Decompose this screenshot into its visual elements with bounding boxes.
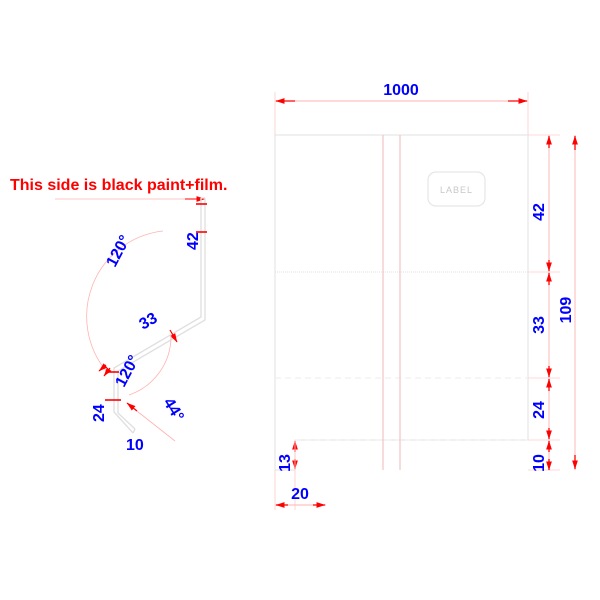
profile-dim-44-arrow: [126, 402, 138, 412]
profile-view: 120° 42 33 120° 24 44° 10: [86, 197, 207, 454]
dim-109: 109: [558, 297, 575, 324]
profile-dim-44-group: 44°: [126, 395, 187, 442]
profile-cap-bottom: [132, 428, 136, 434]
profile-dim-120-upper: 120°: [104, 233, 135, 270]
profile-dim-24: 24: [91, 404, 108, 422]
note-black-paint-film: This side is black paint+film.: [10, 177, 227, 194]
dim-20-group: 20: [274, 440, 326, 510]
profile-angle-arc-upper: [86, 230, 164, 373]
label-box-outline: [427, 171, 486, 207]
dim-10: 10: [531, 454, 548, 472]
label-box-text: LABEL: [440, 185, 473, 195]
flat-pattern-view: LABEL 1000 42 3: [274, 82, 578, 510]
profile-angle-arrow-upper: [103, 367, 112, 377]
profile-dim-24-group: 24: [91, 371, 121, 422]
dim-20: 20: [291, 486, 309, 503]
dim-chain-right: 42 33 24 10: [528, 134, 560, 472]
profile-angle-arc-lower: [128, 335, 172, 396]
profile-dim-44: 44°: [160, 395, 187, 425]
dim-13: 13: [277, 454, 294, 472]
dim-13-group: 13: [277, 440, 298, 472]
dim-24: 24: [531, 401, 548, 419]
dim-33: 33: [531, 316, 548, 334]
dim-42: 42: [531, 203, 548, 221]
profile-outline-outer: [117, 198, 206, 430]
dim-1000: 1000: [383, 82, 419, 99]
label-box: LABEL: [427, 171, 486, 207]
profile-dim-42-group: 42: [185, 203, 207, 250]
profile-dim-10: 10: [126, 437, 144, 454]
dim-1000-group: 1000: [274, 82, 529, 135]
profile-dim-42: 42: [185, 232, 202, 250]
profile-dim-33: 33: [137, 310, 161, 334]
profile-dim-33-arrow-right: [169, 329, 178, 343]
profile-outline-inner: [113, 198, 202, 434]
profile-dim-33-group: 33: [98, 310, 178, 372]
flat-pattern-outline: [274, 134, 529, 471]
profile-dim-33-arrow-left: [98, 363, 108, 372]
dim-109-group: 109: [558, 135, 578, 470]
